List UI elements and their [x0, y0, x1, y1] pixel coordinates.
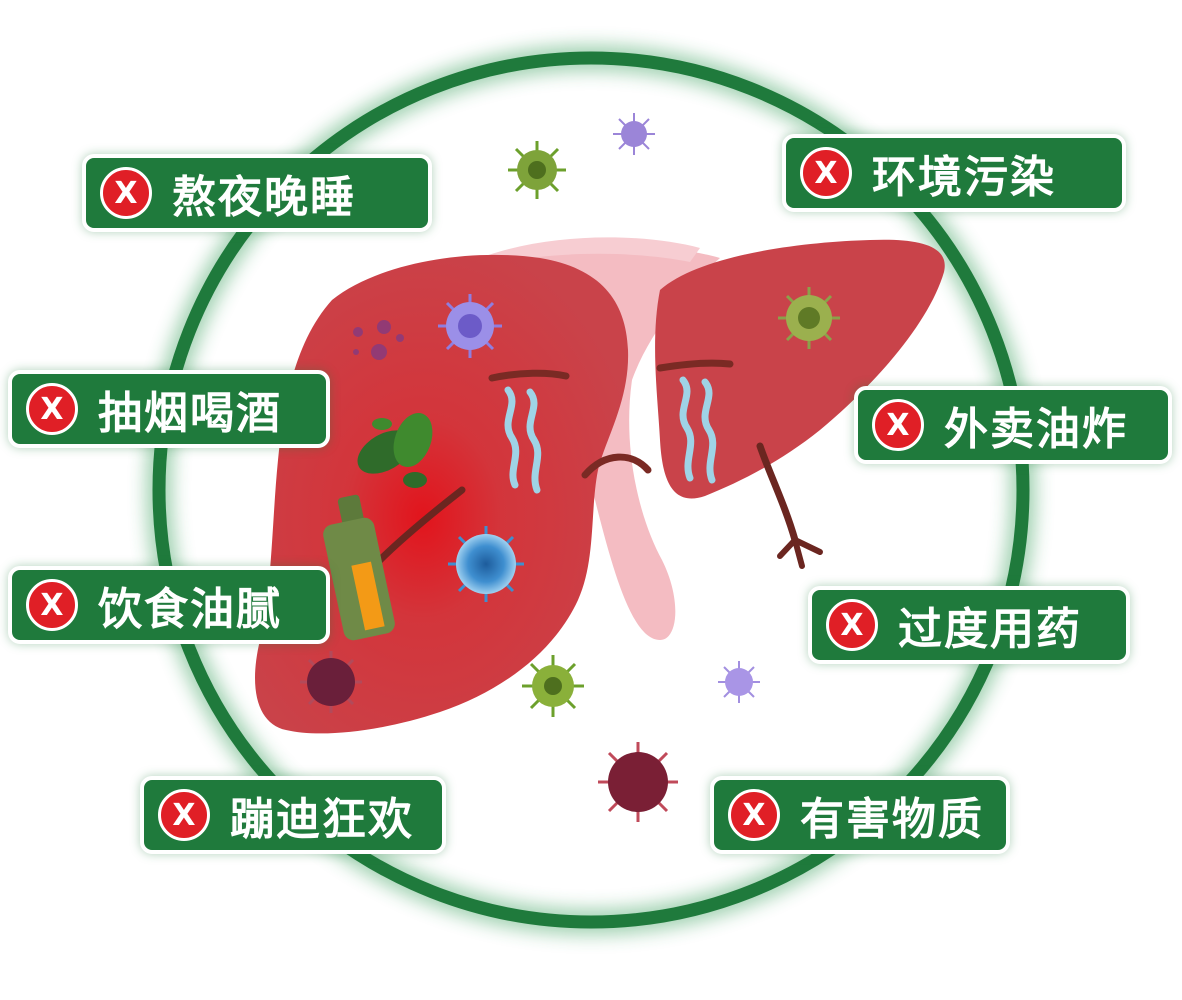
- risk-tag-smoking-drinking: X 抽烟喝酒: [8, 370, 330, 448]
- risk-tag-stay-up-late: X 熬夜晚睡: [82, 154, 432, 232]
- sad-mouth: [581, 453, 652, 479]
- bacteria-icon: [357, 412, 433, 488]
- x-mark-icon: X: [100, 167, 152, 219]
- virus-icon: [300, 113, 840, 822]
- risk-tag-greasy-diet: X 饮食油腻: [8, 566, 330, 644]
- risk-label: 抽烟喝酒: [98, 388, 282, 439]
- risk-label: 环境污染: [872, 152, 1056, 203]
- x-mark-icon: X: [26, 579, 78, 631]
- risk-tag-harmful-substances: X 有害物质: [710, 776, 1010, 854]
- green-ring: [152, 51, 1030, 929]
- x-mark-icon: X: [872, 399, 924, 451]
- risk-label: 熬夜晚睡: [172, 172, 356, 223]
- risk-tag-overmedication: X 过度用药: [808, 586, 1130, 664]
- risk-label: 过度用药: [898, 604, 1082, 655]
- x-mark-icon: X: [26, 383, 78, 435]
- tear-icon: [504, 376, 717, 494]
- x-mark-icon: X: [826, 599, 878, 651]
- risk-label: 蹦迪狂欢: [230, 794, 414, 845]
- virus-particles: [353, 320, 404, 360]
- risk-tag-partying: X 蹦迪狂欢: [140, 776, 446, 854]
- x-mark-icon: X: [800, 147, 852, 199]
- risk-label: 有害物质: [800, 794, 984, 845]
- risk-label: 外卖油炸: [944, 404, 1128, 455]
- bottle-icon: [323, 494, 395, 641]
- liver-right-lobe: [655, 239, 945, 499]
- x-mark-icon: X: [158, 789, 210, 841]
- risk-tag-fried-takeout: X 外卖油炸: [854, 386, 1172, 464]
- risk-tag-pollution: X 环境污染: [782, 134, 1126, 212]
- x-mark-icon: X: [728, 789, 780, 841]
- risk-label: 饮食油腻: [98, 584, 282, 635]
